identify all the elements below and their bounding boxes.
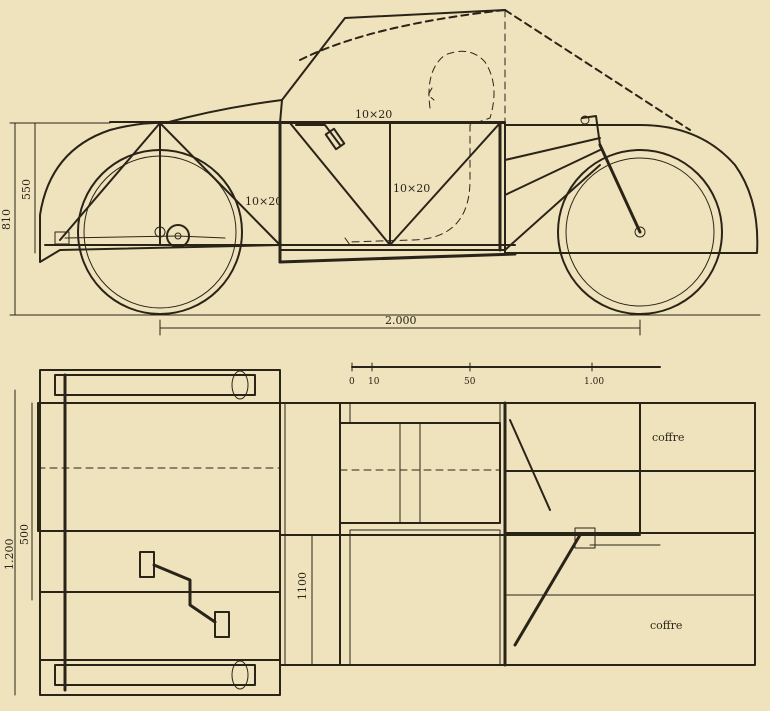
frame-tubes [44,121,601,264]
rear-body-panel [37,402,281,532]
scale-tick-50: 50 [464,377,476,387]
tiller-handle [295,124,341,146]
floor-front-top [504,402,641,472]
driver-silhouette [349,50,495,243]
plan-view: 1.200 500 1100 coffre coffre [3,369,756,696]
hood-outline [164,9,691,131]
label-track-width: 1.200 [3,539,16,571]
label-wheelbase: 2.000 [385,314,417,327]
crossbar-panel [504,470,756,534]
rear-axle-plan [39,370,281,692]
scale-tick-100: 1.00 [584,377,604,387]
label-trunk-rear: coffre [650,619,682,632]
label-tube-diag-center: 10×20 [393,182,430,195]
front-fairing [504,124,759,254]
floor-center-bottom [349,529,501,666]
scale-tick-0: 0 [349,377,355,387]
scale-bar: 0 10 50 1.00 [349,362,661,387]
label-tube-top: 10×20 [355,108,392,121]
dimension-lines-plan [14,389,313,696]
pedal-crank-plan [139,551,230,638]
label-inner-width: 1100 [296,572,309,600]
label-frame-width: 500 [18,524,31,545]
label-trunk-front: coffre [652,431,684,444]
floor-front-bottom [504,594,756,666]
label-height-body: 550 [20,179,33,200]
side-elevation: 10×20 10×20 10×20 810 550 2.000 [0,9,761,336]
scale-tick-10: 10 [368,377,380,387]
label-height-total: 810 [0,209,13,230]
drive-chain [54,224,226,248]
label-tube-diag-left: 10×20 [245,195,282,208]
dimension-lines-side [9,122,761,336]
floor-center-top [349,402,501,424]
front-trunk-panel [639,402,756,534]
steering-linkage-plan [279,401,661,667]
front-wheel [557,115,723,315]
